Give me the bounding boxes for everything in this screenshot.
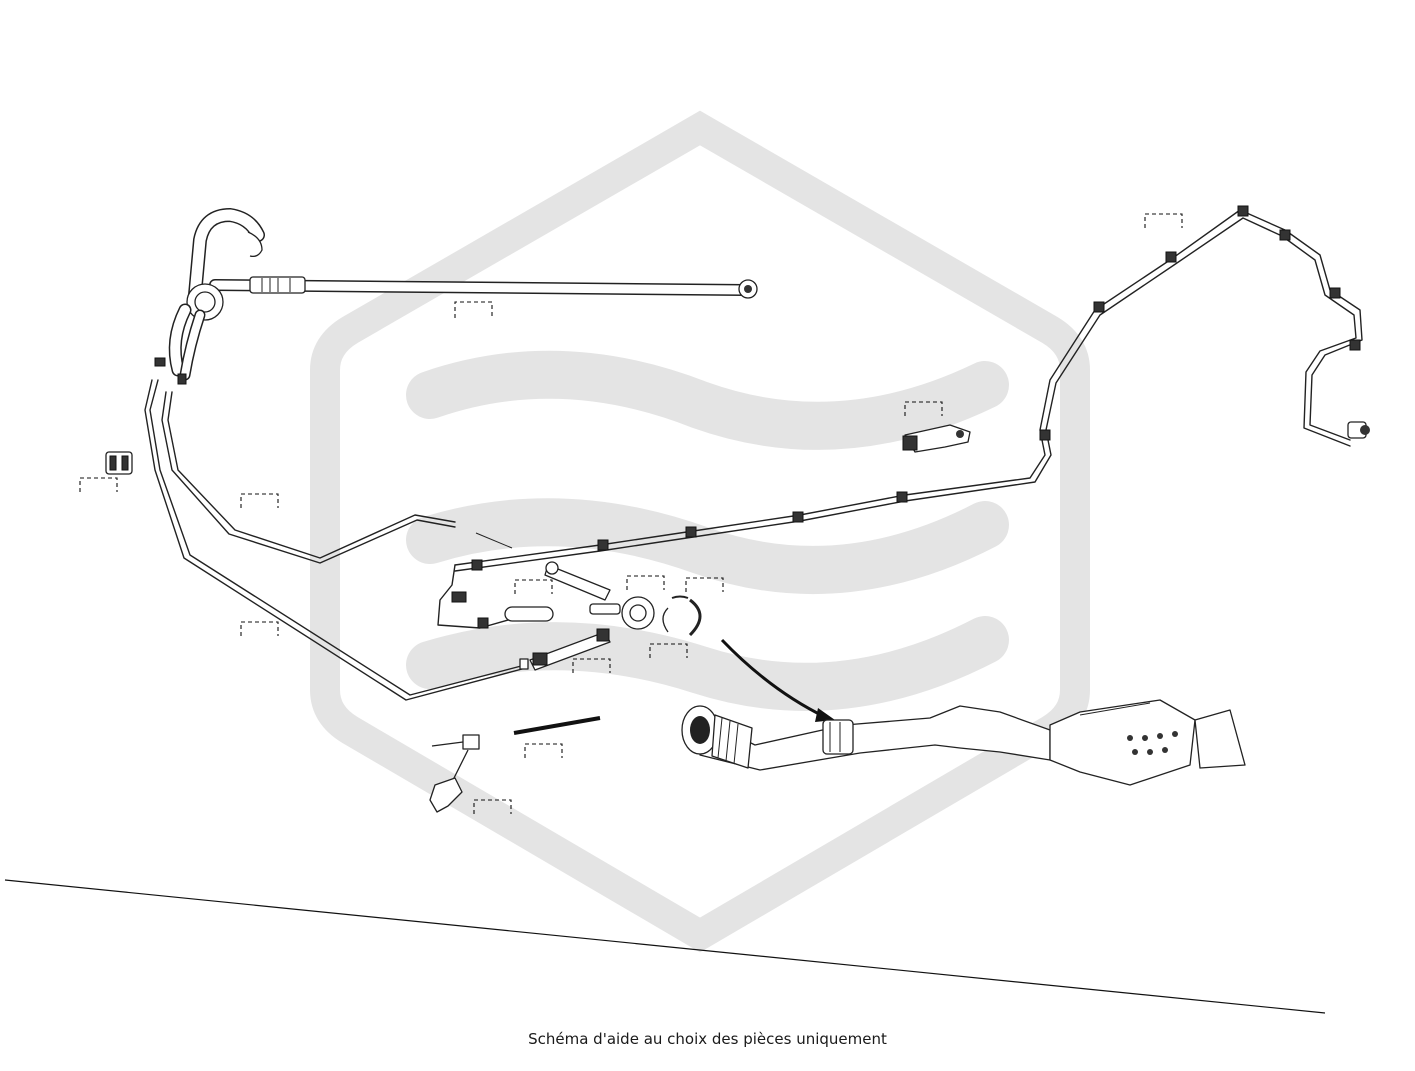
bracket-part-right — [902, 424, 971, 453]
bracket-part-left — [105, 451, 133, 475]
watermark-logo — [310, 110, 1090, 953]
left-lines — [144, 379, 529, 701]
direction-arrow — [720, 638, 835, 722]
filler-tube — [154, 207, 758, 385]
ground-line — [4, 879, 1326, 1014]
exhaust-catalytic-converter — [681, 699, 1246, 786]
reference-brackets — [79, 213, 1183, 814]
right-lines — [437, 205, 1370, 629]
sensor-part — [429, 716, 601, 813]
diagram-caption: Schéma d'aide au choix des pièces unique… — [528, 1030, 887, 1048]
middle-parts — [504, 561, 702, 671]
